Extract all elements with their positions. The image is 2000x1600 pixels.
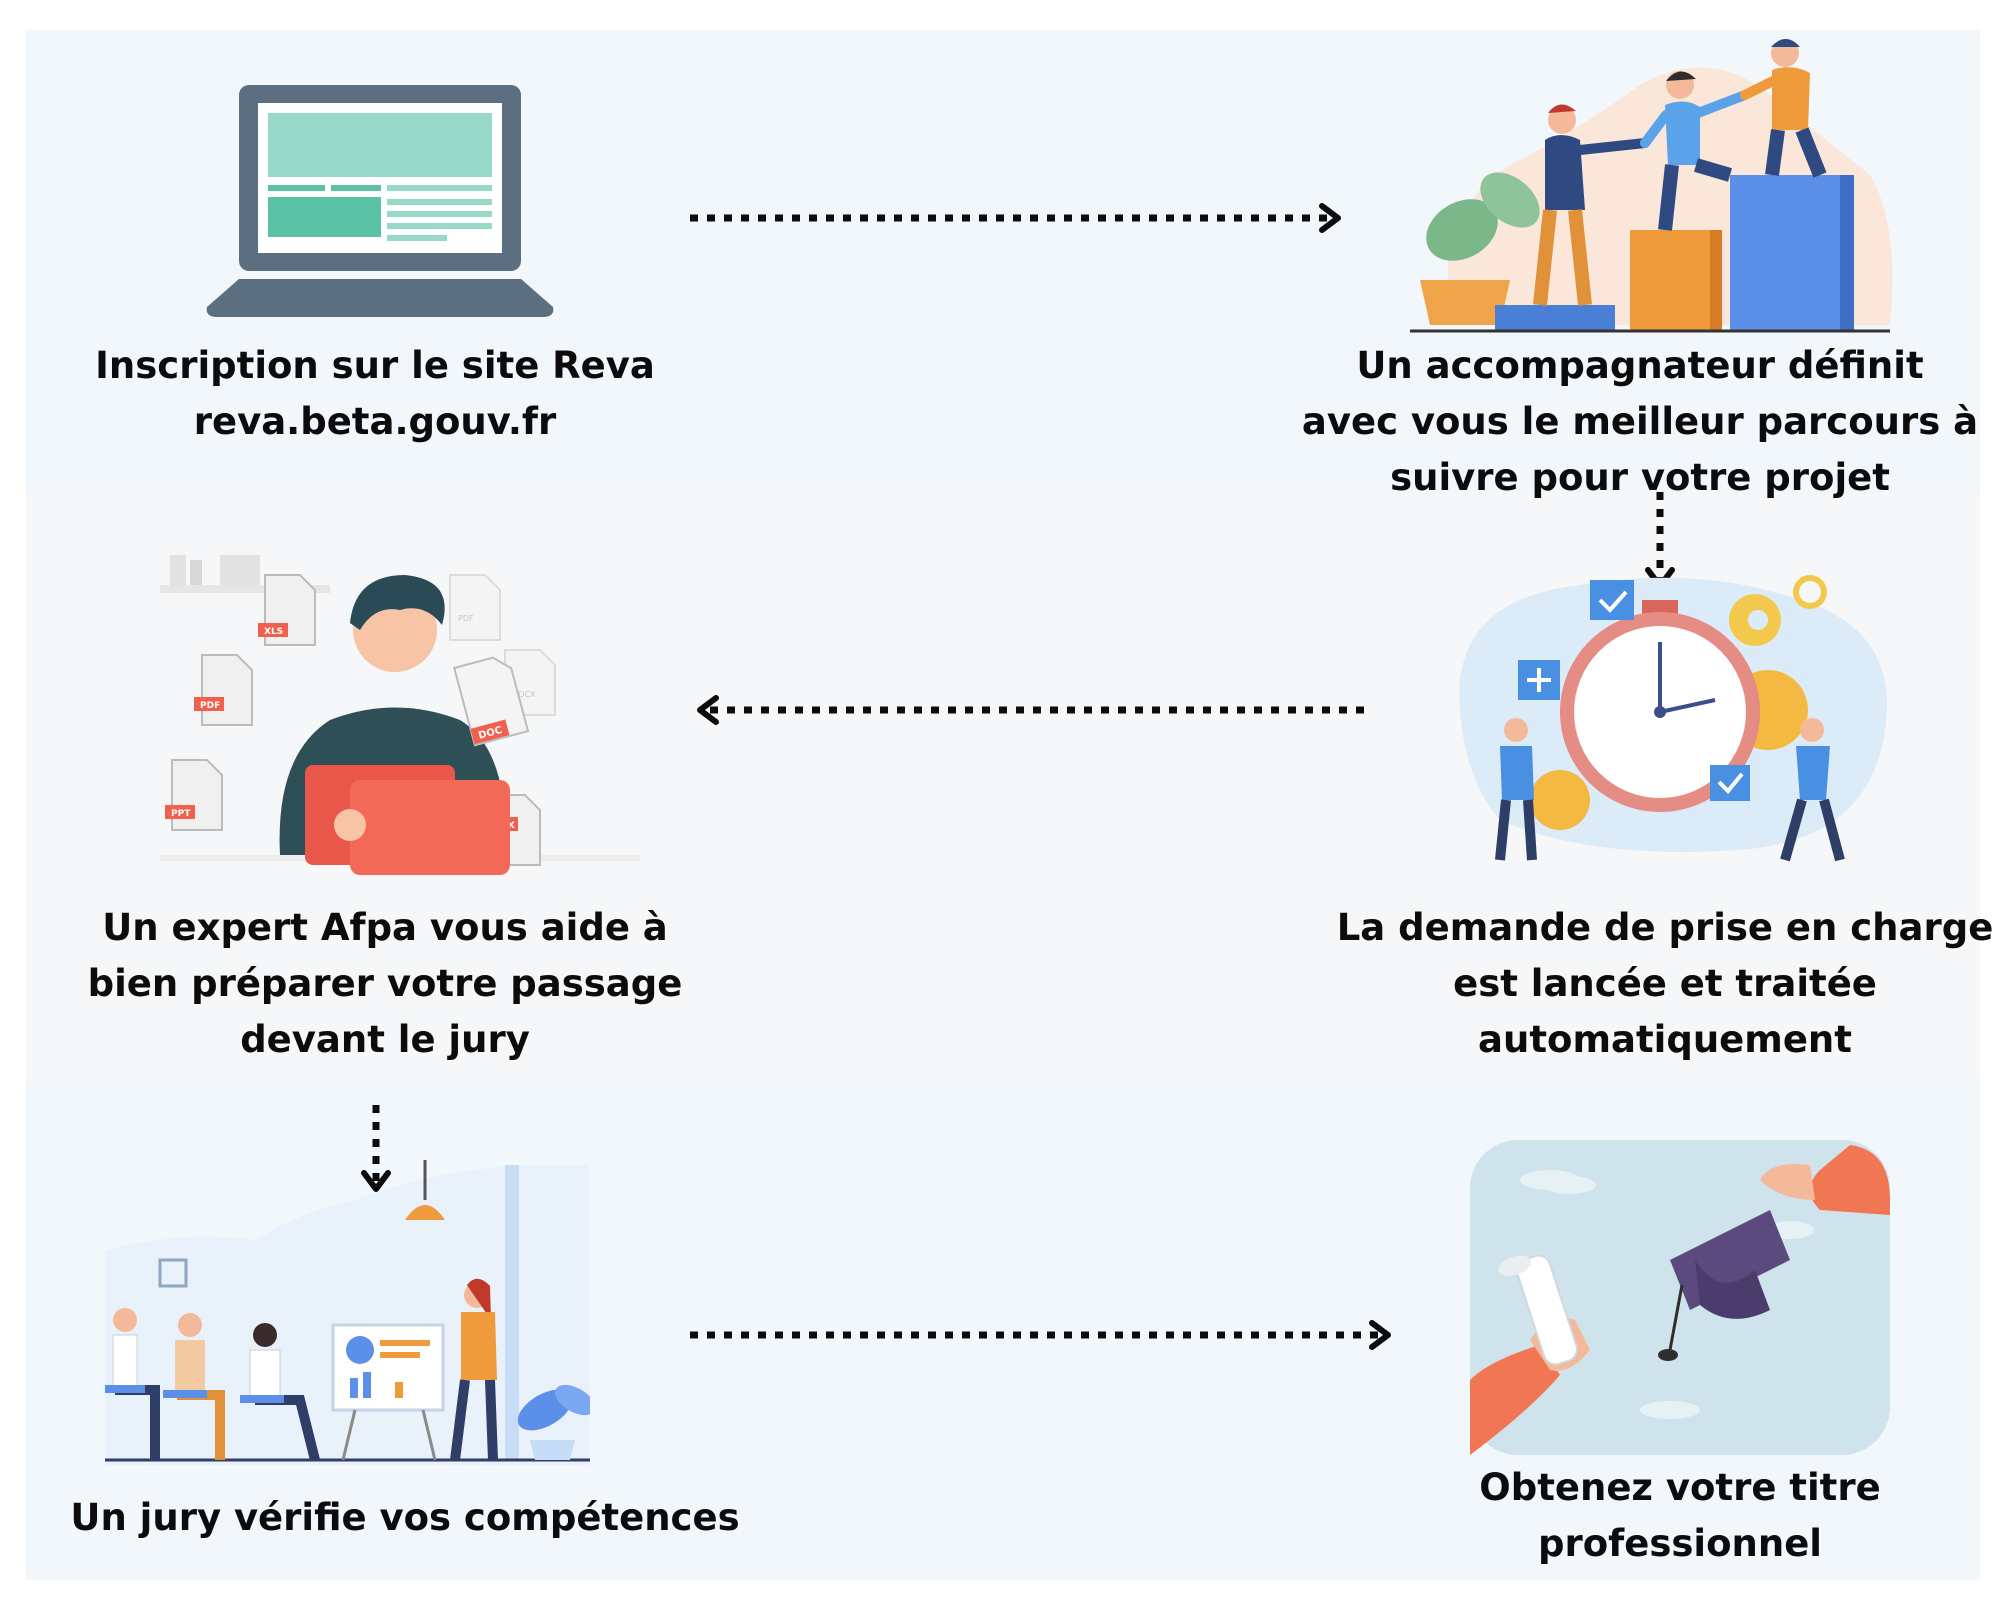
flow-arrow-right-1: [690, 198, 1350, 238]
step-5-line-1: Un jury vérifie vos compétences: [70, 1496, 740, 1539]
file-tag-ppt: PPT: [171, 809, 191, 819]
jury-meeting-illustration: [105, 1160, 590, 1465]
step-3-line-2: est lancée et traitée: [1453, 962, 1877, 1005]
graduation-illustration: [1470, 1140, 1890, 1455]
step-2-line-1: Un accompagnateur définit: [1356, 344, 1924, 387]
step-2-label: Un accompagnateur définit avec vous le m…: [1290, 338, 1990, 506]
file-tag-xls: XLS: [264, 627, 283, 637]
step-6-line-1: Obtenez votre titre: [1479, 1466, 1881, 1509]
step-6-label: Obtenez votre titre professionnel: [1360, 1460, 2000, 1572]
step-3-line-3: automatiquement: [1478, 1018, 1852, 1061]
step-5-label: Un jury vérifie vos compétences: [45, 1490, 765, 1546]
expert-documents-illustration: XLS PDF PPT DOCX PDF DOCX DOC: [160, 555, 640, 875]
step-1-line-1: Inscription sur le site Reva: [95, 344, 655, 387]
step-3-label: La demande de prise en charge est lancée…: [1330, 900, 2000, 1068]
step-2-line-3: suivre pour votre projet: [1390, 456, 1890, 499]
step-4-label: Un expert Afpa vous aide à bien préparer…: [40, 900, 730, 1068]
file-tag-pdf: PDF: [200, 701, 220, 711]
stopwatch-illustration: [1440, 560, 1900, 870]
step-6-line-2: professionnel: [1538, 1522, 1822, 1565]
flow-arrow-right-2: [690, 1315, 1400, 1355]
step-1-label: Inscription sur le site Reva reva.beta.g…: [60, 338, 690, 450]
step-4-line-1: Un expert Afpa vous aide à: [102, 906, 668, 949]
laptop-icon: [205, 85, 555, 317]
flow-arrow-down-2: [356, 1105, 396, 1195]
file-tag-docx-faded: DOCX: [512, 690, 536, 699]
file-tag-pdf-faded: PDF: [458, 614, 474, 623]
step-2-line-2: avec vous le meilleur parcours à: [1301, 400, 1979, 443]
flow-arrow-left-1: [690, 690, 1370, 730]
step-4-line-3: devant le jury: [240, 1018, 530, 1061]
teamwork-steps-illustration: [1400, 25, 1900, 335]
step-4-line-2: bien préparer votre passage: [87, 962, 683, 1005]
step-3-line-1: La demande de prise en charge: [1336, 906, 1994, 949]
step-1-line-2: reva.beta.gouv.fr: [193, 400, 557, 443]
